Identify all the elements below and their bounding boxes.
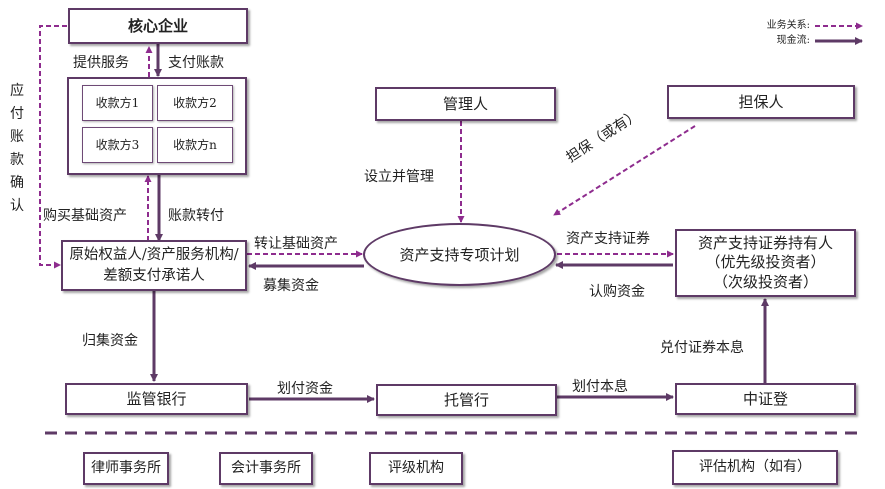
node-guarantor: 担保人 xyxy=(667,85,855,119)
arrow-ap-confirm xyxy=(39,25,67,269)
node-payee-n: 收款方n xyxy=(157,127,233,163)
node-appraisal-agency: 评估机构（如有） xyxy=(672,450,838,485)
label-pay-principal-interest: 划付本息 xyxy=(572,379,628,395)
node-law-firm: 律师事务所 xyxy=(83,452,169,485)
node-accounting-firm: 会计事务所 xyxy=(219,452,313,485)
label-transfer-accounts: 账款转付 xyxy=(168,208,224,224)
node-payee-1: 收款方1 xyxy=(82,85,153,121)
legend-cash-flow: 现金流: xyxy=(776,35,810,46)
legend: 业务关系: 现金流: xyxy=(720,18,810,48)
node-originator: 原始权益人/资产服务机构/差额支付承诺人 xyxy=(61,240,247,291)
label-collect-funds: 归集资金 xyxy=(82,333,138,349)
legend-business-relation: 业务关系: xyxy=(766,20,810,31)
label-abs: 资产支持证券 xyxy=(566,231,650,247)
node-supervising-bank: 监管银行 xyxy=(65,383,248,415)
label-pay-accounts: 支付账款 xyxy=(168,55,224,71)
label-buy-assets: 购买基础资产 xyxy=(43,208,127,224)
arrow-guarantee xyxy=(553,125,696,216)
node-manager: 管理人 xyxy=(375,87,556,121)
label-raise-funds: 募集资金 xyxy=(263,278,319,294)
label-transfer-assets: 转让基础资产 xyxy=(254,236,338,252)
node-spv: 资产支持专项计划 xyxy=(363,223,556,286)
node-payee-2: 收款方2 xyxy=(157,85,233,121)
label-subscribe-funds: 认购资金 xyxy=(589,284,645,300)
label-establish-manage: 设立并管理 xyxy=(364,169,434,185)
originator-label: 原始权益人/资产服务机构/差额支付承诺人 xyxy=(69,247,239,284)
label-ap-confirm: 应付账款确认 xyxy=(10,83,24,214)
label-provide-service: 提供服务 xyxy=(73,55,129,71)
node-payee-3: 收款方3 xyxy=(82,127,153,163)
node-rating-agency: 评级机构 xyxy=(369,452,463,485)
node-core-enterprise: 核心企业 xyxy=(68,8,248,44)
label-redeem: 兑付证券本息 xyxy=(660,340,744,356)
node-custodian: 托管行 xyxy=(376,384,557,416)
node-abs-holders: 资产支持证券持有人 （优先级投资者） （次级投资者） xyxy=(675,229,856,297)
node-csdc: 中证登 xyxy=(675,383,856,415)
label-transfer-funds: 划付资金 xyxy=(277,381,333,397)
